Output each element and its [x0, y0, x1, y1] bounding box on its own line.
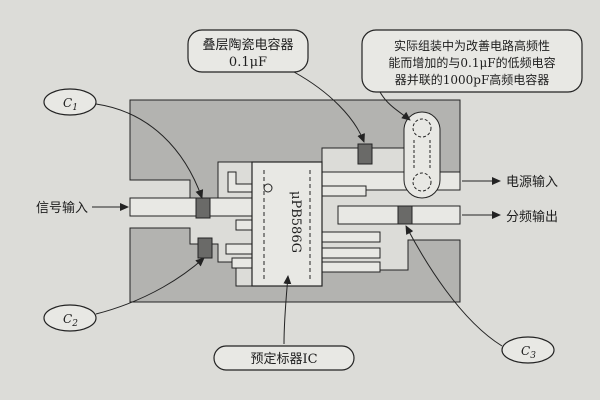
c2-subscript: 2 [71, 319, 78, 329]
hf-capacitor-note-callout: 实际组装中为改善电路高频性 能而增加的与0.1μF的低频电容 器并联的1000p… [361, 29, 583, 93]
c1-callout: C1 [43, 88, 97, 116]
capacitor-stacked [357, 143, 373, 165]
signal-input-trace [129, 197, 253, 217]
signal-input-label: 信号输入 [36, 200, 88, 216]
c3-letter: C [521, 344, 530, 358]
note-line-3: 器并联的1000pF高频电容器 [395, 72, 550, 87]
c3-leader [405, 225, 503, 347]
c2-leader [95, 257, 205, 315]
ic-right-pins [321, 185, 381, 273]
stacked-capacitor-leader [293, 71, 365, 143]
prescaler-ic-leader [283, 275, 292, 345]
ic-package: μPB586G [251, 161, 323, 287]
leader-lines [92, 71, 503, 347]
power-input-label: 电源输入 [506, 174, 558, 190]
ic-part-label: μPB586G [288, 191, 303, 253]
stacked-capacitor-label: 叠层陶瓷电容器 [202, 37, 293, 53]
stacked-capacitor-value: 0.1μF [229, 55, 267, 70]
svg-text:C1: C1 [63, 96, 78, 113]
svg-text:C2: C2 [63, 312, 78, 329]
note-line-2: 能而增加的与0.1μF的低频电容 [388, 55, 555, 70]
hf-capacitor-leader [379, 91, 411, 121]
divider-output-label: 分频输出 [506, 209, 558, 225]
c1-letter: C [63, 96, 72, 110]
parallel-hf-capacitor [403, 111, 441, 199]
c3-subscript: 3 [530, 351, 536, 361]
c1-leader [95, 103, 204, 199]
capacitor-c3 [397, 205, 413, 225]
ic-left-pins [225, 171, 253, 269]
note-line-1: 实际组装中为改善电路高频性 [394, 38, 550, 53]
stacked-capacitor-callout: 叠层陶瓷电容器 0.1μF [187, 29, 309, 73]
c2-letter: C [63, 312, 72, 326]
capacitor-c1 [195, 197, 211, 219]
prescaler-ic-callout: 预定标器IC [213, 345, 355, 371]
c2-callout: C2 [43, 304, 97, 332]
c3-callout: C3 [501, 336, 555, 364]
svg-text:C3: C3 [521, 344, 536, 361]
capacitor-c2 [197, 237, 213, 259]
c1-subscript: 1 [72, 103, 78, 113]
prescaler-ic-label: 预定标器IC [250, 352, 317, 367]
